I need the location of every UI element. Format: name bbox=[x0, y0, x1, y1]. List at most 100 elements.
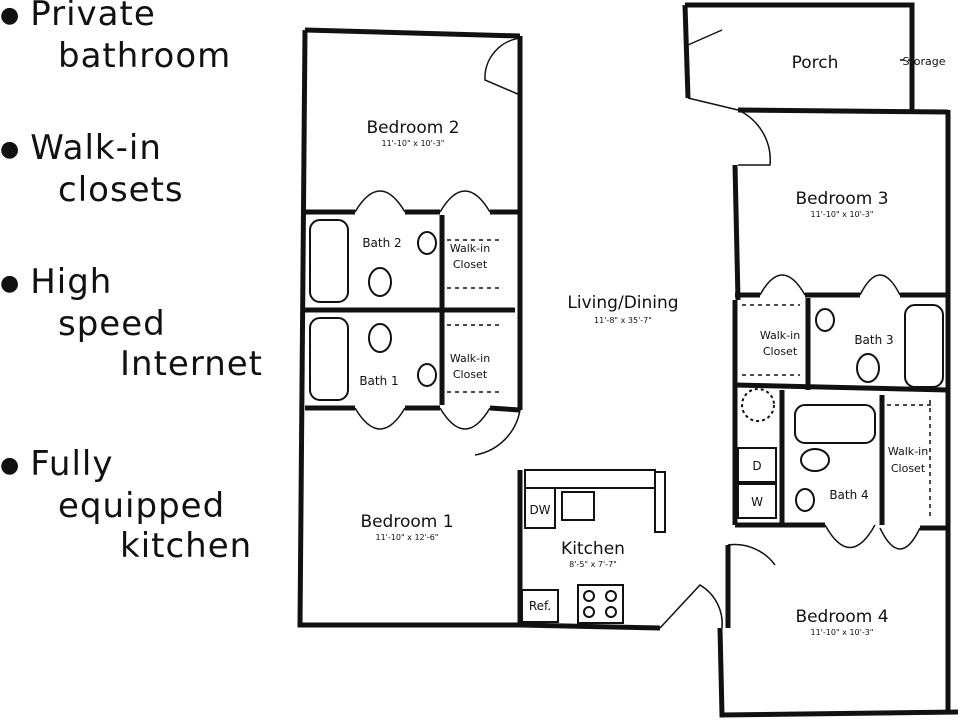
front-door-swing bbox=[484, 37, 523, 96]
feature-text: Private bbox=[30, 0, 156, 34]
closet-bedroom2-line1: Walk-in bbox=[450, 242, 490, 255]
living-dining-dims: 11'-8" x 35'-7" bbox=[594, 316, 652, 325]
room-labels: Porch Storage Bedroom 2 11'-10" x 10'-3"… bbox=[359, 53, 945, 637]
exterior-walls bbox=[297, 2, 959, 718]
feature-text: High bbox=[30, 262, 113, 302]
bedroom3-label: Bedroom 3 bbox=[795, 189, 888, 209]
bedroom1-dims: 11'-10" x 12'-6" bbox=[376, 533, 439, 542]
closet-bedroom1-line2: Closet bbox=[453, 368, 488, 381]
sink-icon bbox=[815, 308, 835, 332]
feature-walk-in-closets: ● Walk-in closets bbox=[0, 128, 184, 210]
washer-label: W bbox=[751, 495, 763, 509]
wall-bedroom3-left bbox=[732, 164, 741, 301]
feature-private-bathroom: ● Private bathroom bbox=[0, 0, 231, 76]
bath3-label: Bath 3 bbox=[854, 333, 893, 347]
washer-icon bbox=[737, 483, 777, 519]
wall-porch-top bbox=[685, 2, 915, 110]
burner-icon bbox=[605, 590, 617, 602]
bath4-label: Bath 4 bbox=[829, 488, 868, 502]
bath4-door-swings bbox=[824, 524, 921, 550]
burner-icon bbox=[583, 590, 595, 602]
closet-bedroom4-line1: Walk-in bbox=[888, 445, 928, 458]
closet-door-swings bbox=[439, 190, 491, 430]
bullet-icon: ● bbox=[0, 270, 21, 296]
sink-icon bbox=[417, 231, 437, 255]
sink-icon bbox=[795, 488, 815, 512]
sink-icon bbox=[417, 363, 437, 387]
feature-text: bathroom bbox=[58, 35, 232, 76]
bedroom3-door bbox=[737, 109, 771, 166]
wall-bottom-right bbox=[717, 627, 959, 718]
feature-text: equipped bbox=[58, 485, 226, 526]
closet-bedroom4-line2: Closet bbox=[891, 462, 926, 475]
bathtub-icon bbox=[309, 317, 349, 401]
bath3-door-swings bbox=[759, 274, 901, 296]
kitchen-dims: 8'-5" x 7'-7" bbox=[569, 560, 617, 569]
wall-porch-bottom bbox=[737, 107, 949, 115]
bath2-label: Bath 2 bbox=[362, 236, 401, 250]
burner-icon bbox=[583, 606, 595, 618]
feature-text: Fully bbox=[30, 444, 114, 484]
refrigerator-icon bbox=[521, 589, 559, 623]
wall-porch-left bbox=[682, 4, 691, 99]
bullet-icon: ● bbox=[0, 452, 21, 478]
closet-bedroom1-line1: Walk-in bbox=[450, 352, 490, 365]
bedroom1-label: Bedroom 1 bbox=[360, 512, 453, 532]
bedroom4-label: Bedroom 4 bbox=[795, 607, 888, 627]
feature-text: speed bbox=[58, 303, 166, 344]
porch-label: Porch bbox=[792, 53, 839, 73]
toilet-icon bbox=[368, 267, 392, 297]
feature-high-speed-internet: ● High speed Internet bbox=[0, 262, 263, 384]
dryer-icon bbox=[737, 447, 777, 483]
fixtures bbox=[309, 59, 944, 624]
storage-label: Storage bbox=[902, 55, 945, 68]
closet-bedroom2-line2: Closet bbox=[453, 258, 488, 271]
bedroom2-label: Bedroom 2 bbox=[366, 118, 459, 138]
bullet-icon: ● bbox=[0, 136, 21, 162]
bedroom1-door bbox=[474, 409, 521, 456]
dishwasher-label: DW bbox=[529, 503, 550, 517]
bathtub-icon bbox=[309, 219, 349, 303]
wall-bath4-top bbox=[734, 382, 949, 393]
bedroom4-door bbox=[727, 543, 776, 566]
kitchen-sink-icon bbox=[561, 491, 595, 521]
kitchen-counter-icon bbox=[524, 469, 656, 489]
dishwasher-icon bbox=[524, 487, 556, 529]
wall-bottom-mid bbox=[519, 622, 661, 631]
bedroom2-dims: 11'-10" x 10'-3" bbox=[382, 139, 445, 148]
burner-icon bbox=[605, 606, 617, 618]
feature-fully-equipped-kitchen: ● Fully equipped kitchen bbox=[0, 444, 252, 566]
bath-door-swings bbox=[354, 190, 406, 430]
wall-segment bbox=[489, 405, 521, 413]
feature-text: Internet bbox=[120, 343, 264, 384]
closet-bedroom3-line2: Closet bbox=[763, 345, 798, 358]
feature-text: closets bbox=[58, 169, 184, 210]
kitchen-label: Kitchen bbox=[561, 539, 625, 559]
closet-bedroom3-line1: Walk-in bbox=[760, 329, 800, 342]
stove-icon bbox=[577, 584, 624, 624]
living-dining-label: Living/Dining bbox=[567, 293, 678, 313]
feature-text: Walk-in bbox=[30, 128, 162, 168]
rear-door bbox=[659, 584, 723, 629]
feature-text: kitchen bbox=[120, 525, 253, 566]
feature-list: ● Private bathroom ● Walk-in closets ● High… bbox=[0, 0, 290, 720]
porch-door bbox=[687, 29, 739, 111]
bathtub-icon bbox=[794, 404, 876, 444]
bath1-label: Bath 1 bbox=[359, 374, 398, 388]
water-heater-icon bbox=[741, 388, 775, 422]
toilet-icon bbox=[800, 448, 830, 472]
toilet-icon bbox=[368, 323, 392, 353]
bedroom3-dims: 11'-10" x 10'-3" bbox=[811, 210, 874, 219]
doors bbox=[354, 29, 921, 629]
bathtub-icon bbox=[904, 304, 944, 388]
counter-edge-icon bbox=[654, 471, 666, 533]
interior-walls bbox=[305, 95, 949, 628]
bullet-icon: ● bbox=[0, 2, 21, 28]
wall-left bbox=[297, 29, 520, 628]
wall-top-left bbox=[304, 27, 521, 39]
refrigerator-label: Ref. bbox=[529, 599, 551, 613]
bedroom4-dims: 11'-10" x 10'-3" bbox=[811, 628, 874, 637]
dryer-label: D bbox=[752, 459, 761, 473]
